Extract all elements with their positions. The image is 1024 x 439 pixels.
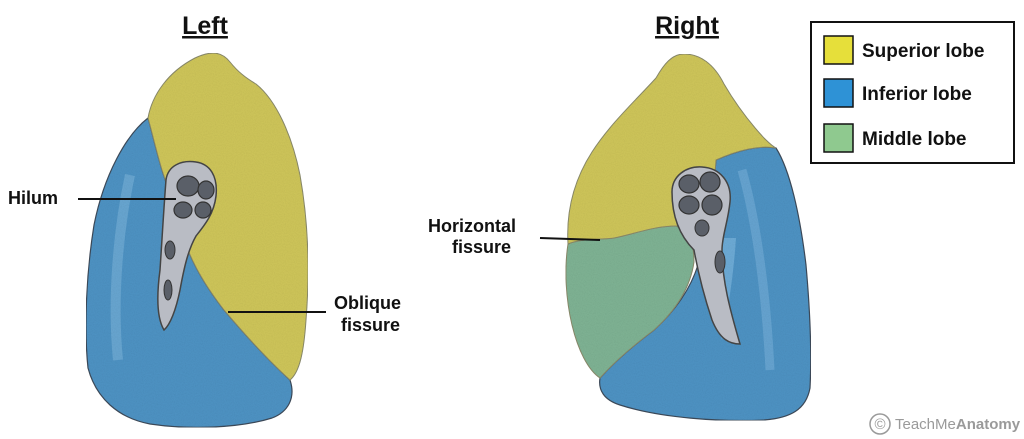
right-hilum-vessel [701,194,723,216]
oblique-fissure-label-line1: Oblique [334,293,401,313]
left-hilum-vessel [163,279,173,301]
watermark: © TeachMeAnatomy [869,413,1021,435]
watermark-text: TeachMeAnatomy [895,416,1021,433]
watermark-text-bold: Anatomy [956,416,1021,433]
left-hilum-vessel [176,175,200,197]
legend-label-inferior: Inferior lobe [862,84,972,105]
right-lung-heading: Right [655,12,720,40]
legend-item-inferior: Inferior lobe [823,78,972,108]
left-hilum [157,160,218,332]
horizontal-fissure-label-line2: fissure [452,237,511,257]
left-lung-heading: Left [182,12,229,40]
right-superior-lobe [567,53,777,245]
horizontal-fissure-label-line1: Horizontal [428,216,516,236]
oblique-fissure-label-line2: fissure [341,315,400,335]
right-inferior-groove [737,168,775,371]
legend-swatch-inferior [823,78,854,108]
left-hilum-vessel [173,201,193,219]
right-hilum-vessel [714,250,726,274]
right-hilum-vessel [694,219,710,237]
legend-item-middle: Middle lobe [823,123,967,153]
left-inferior-groove [110,173,135,361]
right-hilum [671,166,742,345]
left-hilum-vessel [164,240,176,260]
right-hilum-vessel [678,195,700,215]
legend-item-superior: Superior lobe [823,35,984,65]
right-hilum-vessel [678,174,700,194]
right-hilum-vessel [699,171,721,193]
legend: Superior lobe Inferior lobe Middle lobe [810,21,1015,164]
legend-swatch-superior [823,35,854,65]
watermark-text-regular: TeachMe [895,416,956,433]
copyright-icon [869,413,891,435]
legend-label-superior: Superior lobe [862,41,984,62]
left-hilum-vessel [194,201,212,219]
legend-swatch-middle [823,123,854,153]
horizontal-fissure-leader-line [539,237,601,241]
hilum-label: Hilum [8,188,58,208]
left-lung [85,52,309,428]
legend-label-middle: Middle lobe [862,129,967,150]
copyright-symbol: © [874,416,885,433]
left-hilum-vessel [197,180,215,200]
